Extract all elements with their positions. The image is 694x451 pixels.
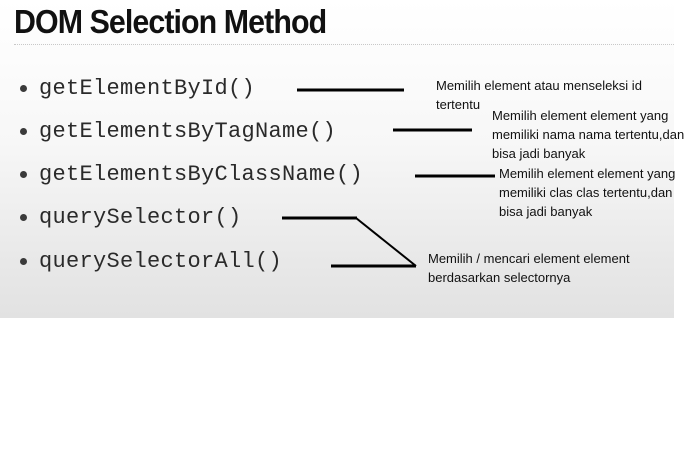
method-name: getElementsByTagName() <box>39 118 337 144</box>
bullet-icon <box>20 127 27 135</box>
method-item-queryselector: querySelector() <box>20 204 242 230</box>
slide: DOM Selection Method getElementById() ge… <box>0 0 674 318</box>
connector-diagonal-queryselector <box>355 217 417 267</box>
bullet-icon <box>20 257 27 265</box>
title-divider <box>14 44 674 45</box>
method-item-getelementsbyclassname: getElementsByClassName() <box>20 161 363 187</box>
method-name: querySelectorAll() <box>39 248 283 274</box>
bullet-icon <box>20 170 27 178</box>
method-item-getelementsbytagname: getElementsByTagName() <box>20 118 336 144</box>
bullet-icon <box>20 84 27 92</box>
note-getelementbyid: Memilih element atau menseleksi id terte… <box>436 78 642 112</box>
method-item-queryselectorall: querySelectorAll() <box>20 248 282 274</box>
bullet-icon <box>20 213 27 221</box>
method-name: getElementsByClassName() <box>39 161 364 187</box>
note-queryselector: Memilih / mencari element element berdas… <box>428 251 630 285</box>
note-getelementsbyclassname: Memilih element element yang memiliki cl… <box>499 166 676 219</box>
slide-title: DOM Selection Method <box>14 3 327 40</box>
method-name: getElementById() <box>39 75 256 101</box>
method-name: querySelector() <box>39 204 242 230</box>
method-item-getelementbyid: getElementById() <box>20 75 255 101</box>
note-getelementsbytagname: Memilih element element yang memiliki na… <box>492 108 685 161</box>
